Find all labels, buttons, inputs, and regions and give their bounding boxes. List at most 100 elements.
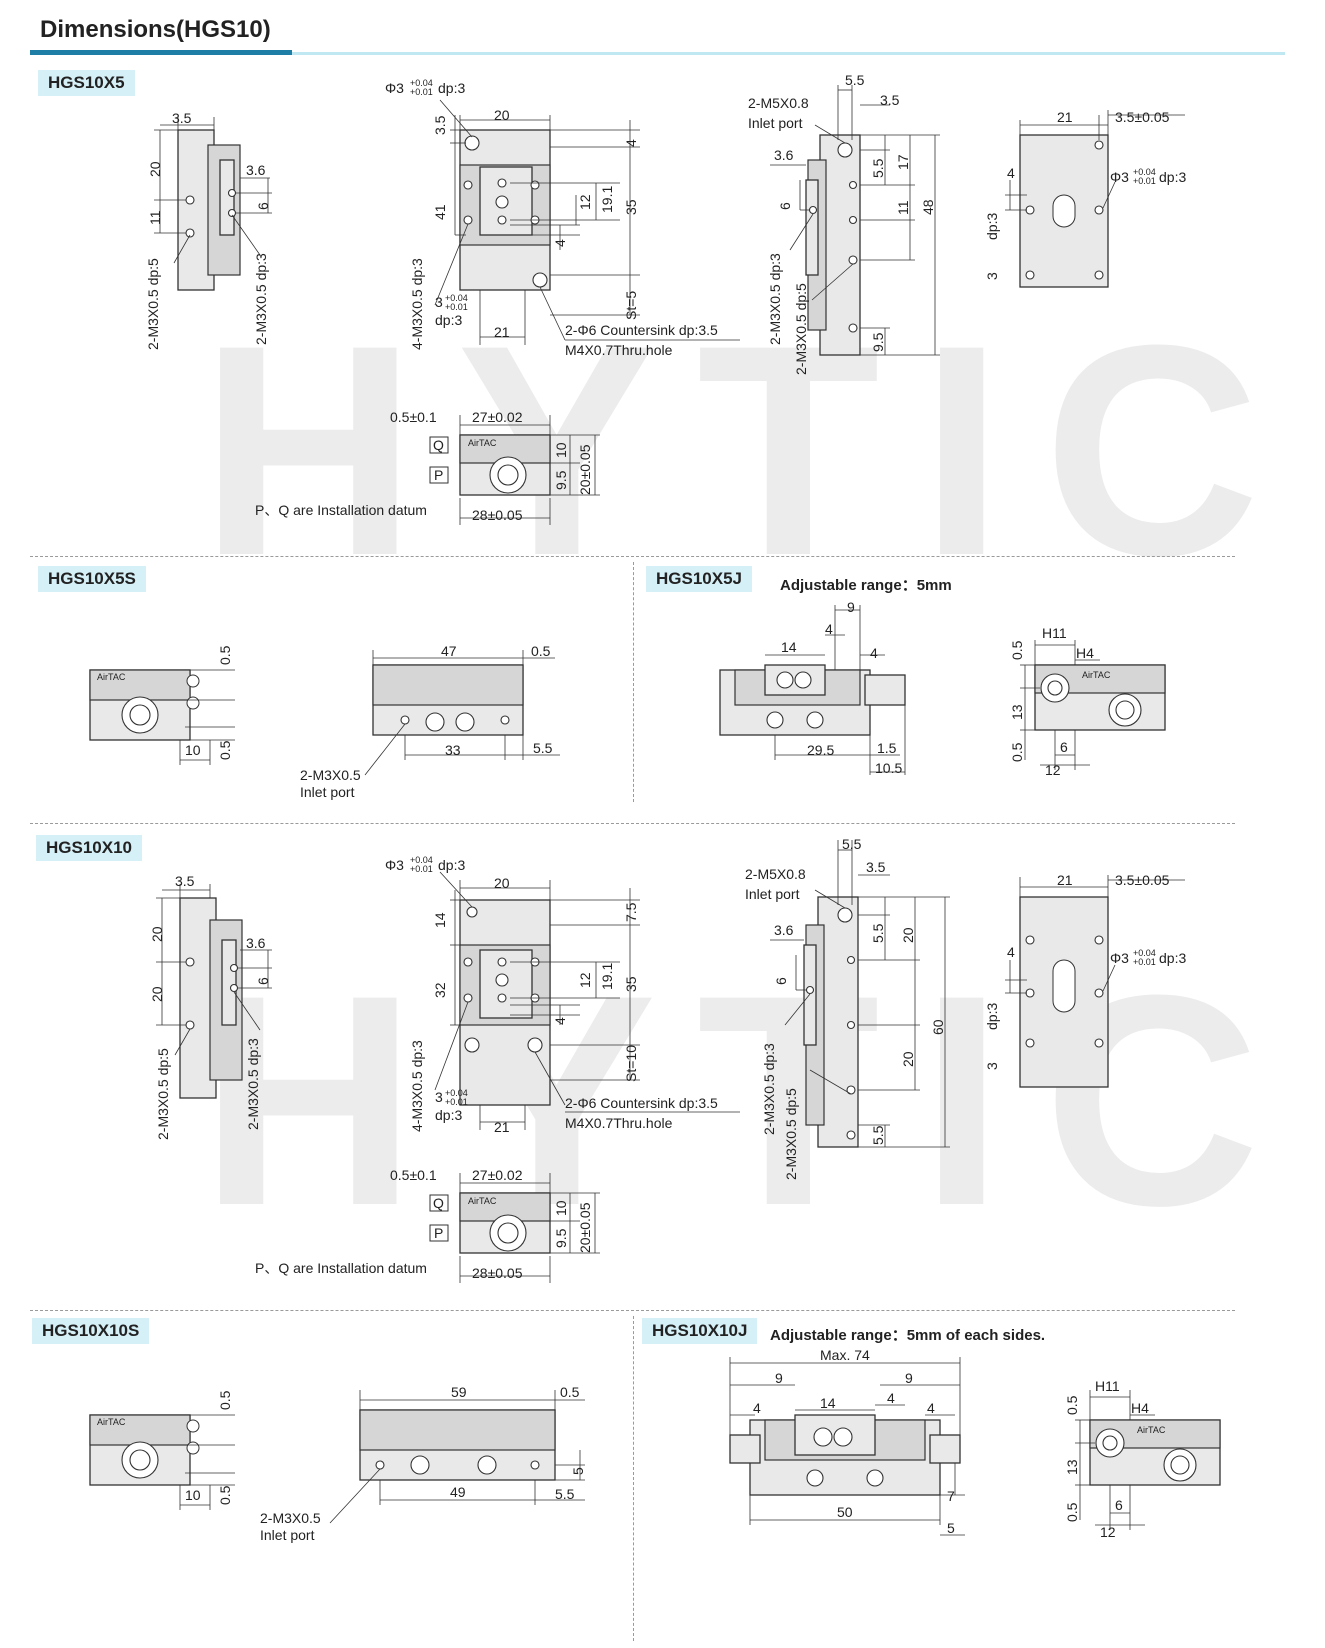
label-inlet-port-s: Inlet port — [300, 784, 355, 800]
dim-5-5-s: 5.5 — [533, 740, 553, 756]
dim-21-bottom: 21 — [1057, 109, 1073, 125]
label-3-x10-bottom: 3 — [984, 1062, 1000, 1070]
page-header: Dimensions(HGS10) — [30, 12, 1285, 56]
dim-3-6-x10-right: 3.6 — [774, 922, 794, 938]
label-3-tol-x10-up: +0.04 — [445, 1088, 468, 1098]
label-phi3-tol-dn: +0.01 — [410, 87, 433, 97]
dim-21: 21 — [494, 324, 510, 340]
brand-label-x10: AirTAC — [468, 1196, 497, 1206]
dim-41: 41 — [432, 204, 448, 220]
dim-21-x10: 21 — [494, 1119, 510, 1135]
dim-0-5-10s-a: 0.5 — [217, 1390, 233, 1410]
dim-13: 13 — [1009, 704, 1025, 720]
divider-1 — [30, 556, 1235, 557]
dim-13-10j: 13 — [1064, 1459, 1080, 1475]
dim-5-5-side: 5.5 — [870, 158, 886, 178]
dim-11-right: 11 — [895, 200, 911, 215]
dim-3-5-05-x10: 3.5±0.05 — [1115, 872, 1170, 888]
dim-19-1: 19.1 — [599, 186, 615, 213]
dim-11: 11 — [147, 210, 163, 225]
dim-35-x10: 35 — [623, 976, 639, 992]
section-tag-hgs10x10: HGS10X10 — [36, 835, 142, 861]
label-phi3-x10-up: +0.04 — [410, 855, 433, 865]
dim-4-bottom: 4 — [1007, 165, 1015, 181]
brand-label: AirTAC — [468, 438, 497, 448]
dim-0-5-0-1-x10: 0.5±0.1 — [390, 1167, 437, 1183]
dim-0-5-b: 0.5 — [217, 740, 233, 760]
label-thru-hole-x10: M4X0.7Thru.hole — [565, 1115, 673, 1131]
label-m5: 2-M5X0.8 — [748, 95, 809, 111]
brand-label-10j: AirTAC — [1137, 1425, 1166, 1435]
label-phi3-tol-up: +0.04 — [410, 78, 433, 88]
dim-0-5-j-b: 0.5 — [1009, 742, 1025, 762]
label-3-tol-dn: +0.01 — [445, 302, 468, 312]
dim-32: 32 — [432, 982, 448, 998]
dim-1-5: 1.5 — [877, 740, 897, 756]
dim-4-top: 4 — [623, 139, 639, 147]
dim-3-5-05: 3.5±0.05 — [1115, 109, 1170, 125]
dim-7: 7 — [947, 1488, 955, 1504]
dim-12-10j: 12 — [1100, 1524, 1116, 1540]
dim-6-j: 6 — [1060, 739, 1068, 755]
datum-p: P — [434, 467, 443, 483]
dim-3-5-right: 3.5 — [880, 92, 900, 108]
divider-2 — [30, 823, 1235, 824]
dim-4-x10-bottom: 4 — [1007, 944, 1015, 960]
dim-28-0-05-x10: 28±0.05 — [472, 1265, 523, 1281]
dim-4-j-d: 4 — [887, 1390, 895, 1406]
dim-27-0-02-x10: 27±0.02 — [472, 1167, 523, 1183]
dim-0-5-a: 0.5 — [217, 645, 233, 665]
label-3-tol-x10: 3 — [435, 1089, 443, 1105]
dim-4-j-a: 4 — [825, 621, 833, 637]
dim-20-x10-side-a: 20 — [900, 927, 916, 943]
section-tag-hgs10x5j: HGS10X5J — [646, 566, 752, 592]
dim-10-5: 10.5 — [875, 760, 902, 776]
dim-st10: St=10 — [623, 1045, 639, 1082]
dim-0-5-10s-top-v: 0.5 — [560, 1384, 580, 1400]
dim-3-6: 3.6 — [246, 162, 266, 178]
label-m3-dp3: 2-M3X0.5 dp:3 — [253, 253, 269, 345]
dim-10-s: 10 — [185, 742, 201, 758]
label-m3-dp3-x10: 2-M3X0.5 dp:3 — [245, 1038, 261, 1130]
dim-20-x10-side-b: 20 — [900, 1051, 916, 1067]
dim-20-top: 20 — [494, 107, 510, 123]
section-tag-hgs10x10s: HGS10X10S — [32, 1318, 150, 1344]
divider-v-1 — [633, 562, 634, 802]
dim-60: 60 — [930, 1019, 946, 1035]
dim-0-5-0-1: 0.5±0.1 — [390, 409, 437, 425]
dim-h11-10j: H11 — [1095, 1378, 1120, 1394]
x10-top-view: Φ3 +0.04 +0.01 dp:3 20 14 32 7.5 12 19.1… — [385, 855, 740, 1135]
page-title: Dimensions(HGS10) — [40, 16, 271, 43]
label-phi3-x10-bottom-up: +0.04 — [1133, 948, 1156, 958]
dim-5-5-x10-top: 5.5 — [842, 836, 862, 852]
dim-max74: Max. 74 — [820, 1347, 870, 1363]
label-countersink: 2-Φ6 Countersink dp:3.5 — [565, 322, 718, 338]
dim-5: 5 — [570, 1467, 586, 1475]
dim-h11: H11 — [1042, 625, 1067, 641]
label-3-x10-bottom-dp3: dp:3 — [984, 1003, 1000, 1030]
dim-17: 17 — [895, 154, 911, 170]
dim-9-5-x10: 9.5 — [553, 1228, 569, 1248]
label-m3-dp5-right: 2-M3X0.5 dp:5 — [793, 283, 809, 375]
label-phi3-x10: Φ3 — [385, 857, 404, 873]
label-phi3-dp3: dp:3 — [438, 80, 465, 96]
label-m3-dp3-right: 2-M3X0.5 dp:3 — [767, 253, 783, 345]
label-3-bottom: 3 — [984, 272, 1000, 280]
dim-4-x10: 4 — [552, 1017, 568, 1025]
label-phi3-x10-dp3: dp:3 — [438, 857, 465, 873]
label-phi3: Φ3 — [385, 80, 404, 96]
label-phi3-x10-bottom: Φ3 — [1110, 950, 1129, 966]
datum-p-x10: P — [434, 1225, 443, 1241]
dim-3-5-x10-right: 3.5 — [866, 859, 886, 875]
x10j-side-view: Max. 74 9 9 4 4 4 14 7 50 5 — [729, 1347, 965, 1536]
dim-20-0-05-x10: 20±0.05 — [577, 1202, 593, 1253]
label-phi3-bottom-dp3: dp:3 — [1159, 169, 1186, 185]
brand-label-10s: AirTAC — [97, 1417, 126, 1427]
dim-6-x10-right: 6 — [773, 977, 789, 985]
dim-48: 48 — [920, 199, 936, 215]
dim-9-j-a: 9 — [775, 1370, 783, 1386]
dim-14-j: 14 — [820, 1395, 836, 1411]
dim-3-5-top: 3.5 — [432, 115, 448, 135]
label-3-bottom-dp3: dp:3 — [984, 213, 1000, 240]
label-3-dp3-x10: dp:3 — [435, 1107, 462, 1123]
